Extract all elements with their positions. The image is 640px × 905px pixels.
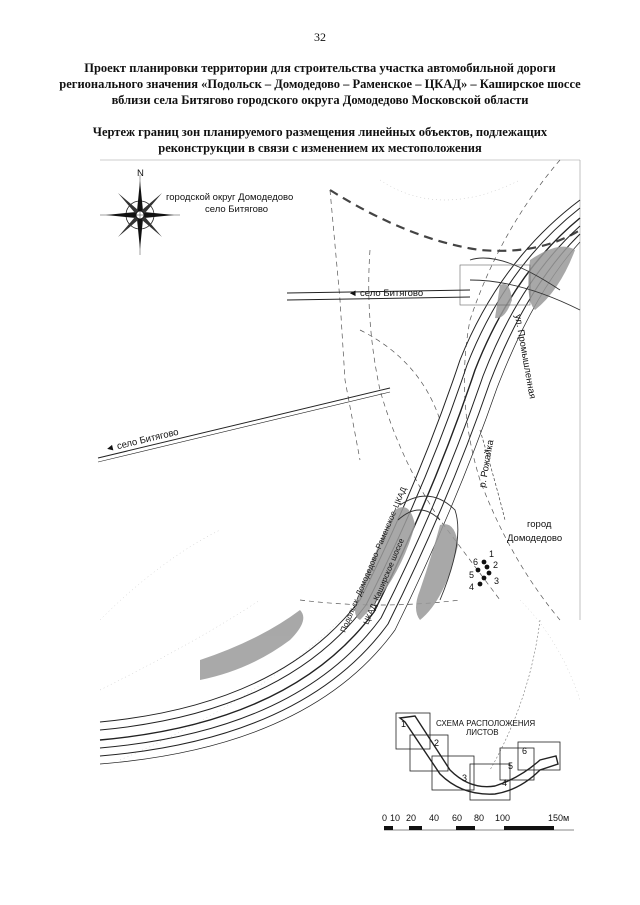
city-label-line2: Домодедово: [507, 533, 562, 544]
river-label: р. Рожайка: [477, 438, 496, 488]
point-label: 5: [469, 570, 474, 580]
sheet-number: 1: [401, 719, 406, 729]
road-village-left: [97, 387, 391, 463]
highway-lines: [99, 199, 581, 765]
sheet-layout-inset: [395, 712, 561, 801]
scale-tick: 150м: [548, 813, 569, 823]
inset-title-line2: ЛИСТОВ: [466, 728, 499, 737]
scale-tick: 60: [452, 813, 462, 823]
inset-title-line1: СХЕМА РАСПОЛОЖЕНИЯ: [436, 719, 535, 728]
railway-line: [489, 619, 541, 771]
scale-tick: 80: [474, 813, 484, 823]
map-frame: [100, 159, 581, 620]
point-label: 6: [473, 557, 478, 567]
district-label-line1: городской округ Домодедово: [166, 192, 293, 203]
sheet-number: 2: [434, 738, 439, 748]
district-boundary: [329, 189, 581, 252]
river-line: [479, 429, 506, 521]
sheet-number: 4: [502, 778, 507, 788]
sheet-number: 5: [508, 761, 513, 771]
page-number: 32: [314, 30, 326, 44]
scale-bar: [384, 826, 574, 831]
compass-rose-icon: [100, 175, 180, 255]
interchange-ramps: [397, 257, 581, 601]
scale-tick: 40: [429, 813, 439, 823]
point-label: 4: [469, 582, 474, 592]
scale-tick: 20: [406, 813, 416, 823]
scale-tick: 10: [390, 813, 400, 823]
city-label-line1: город: [527, 519, 552, 530]
numbered-points: 1 2 3 4 5 6: [469, 549, 499, 592]
sheet-number: 3: [462, 773, 467, 783]
road-label-village-top: ◄ село Битягово: [348, 288, 423, 299]
document-title: Проект планировки территории для строите…: [59, 61, 581, 107]
terrain-lines: [99, 179, 581, 761]
shaded-zones: [200, 246, 575, 680]
district-label-line2: село Битягово: [205, 204, 268, 215]
point-label: 3: [494, 576, 499, 586]
point-label: 1: [489, 549, 494, 559]
scale-tick: 100: [495, 813, 510, 823]
drawing-subtitle: Чертеж границ зон планируемого размещени…: [92, 125, 548, 155]
scale-bar-ticks: 0 10 20 40 60 80 100 150м: [382, 813, 569, 823]
street-label: ул. Промышленная: [512, 314, 538, 400]
compass-north-label: N: [137, 168, 144, 179]
zone-boundaries: [299, 159, 561, 621]
sheet-number: 6: [522, 746, 527, 756]
point-label: 2: [493, 560, 498, 570]
scale-tick: 0: [382, 813, 387, 823]
road-village-top: [286, 289, 471, 301]
